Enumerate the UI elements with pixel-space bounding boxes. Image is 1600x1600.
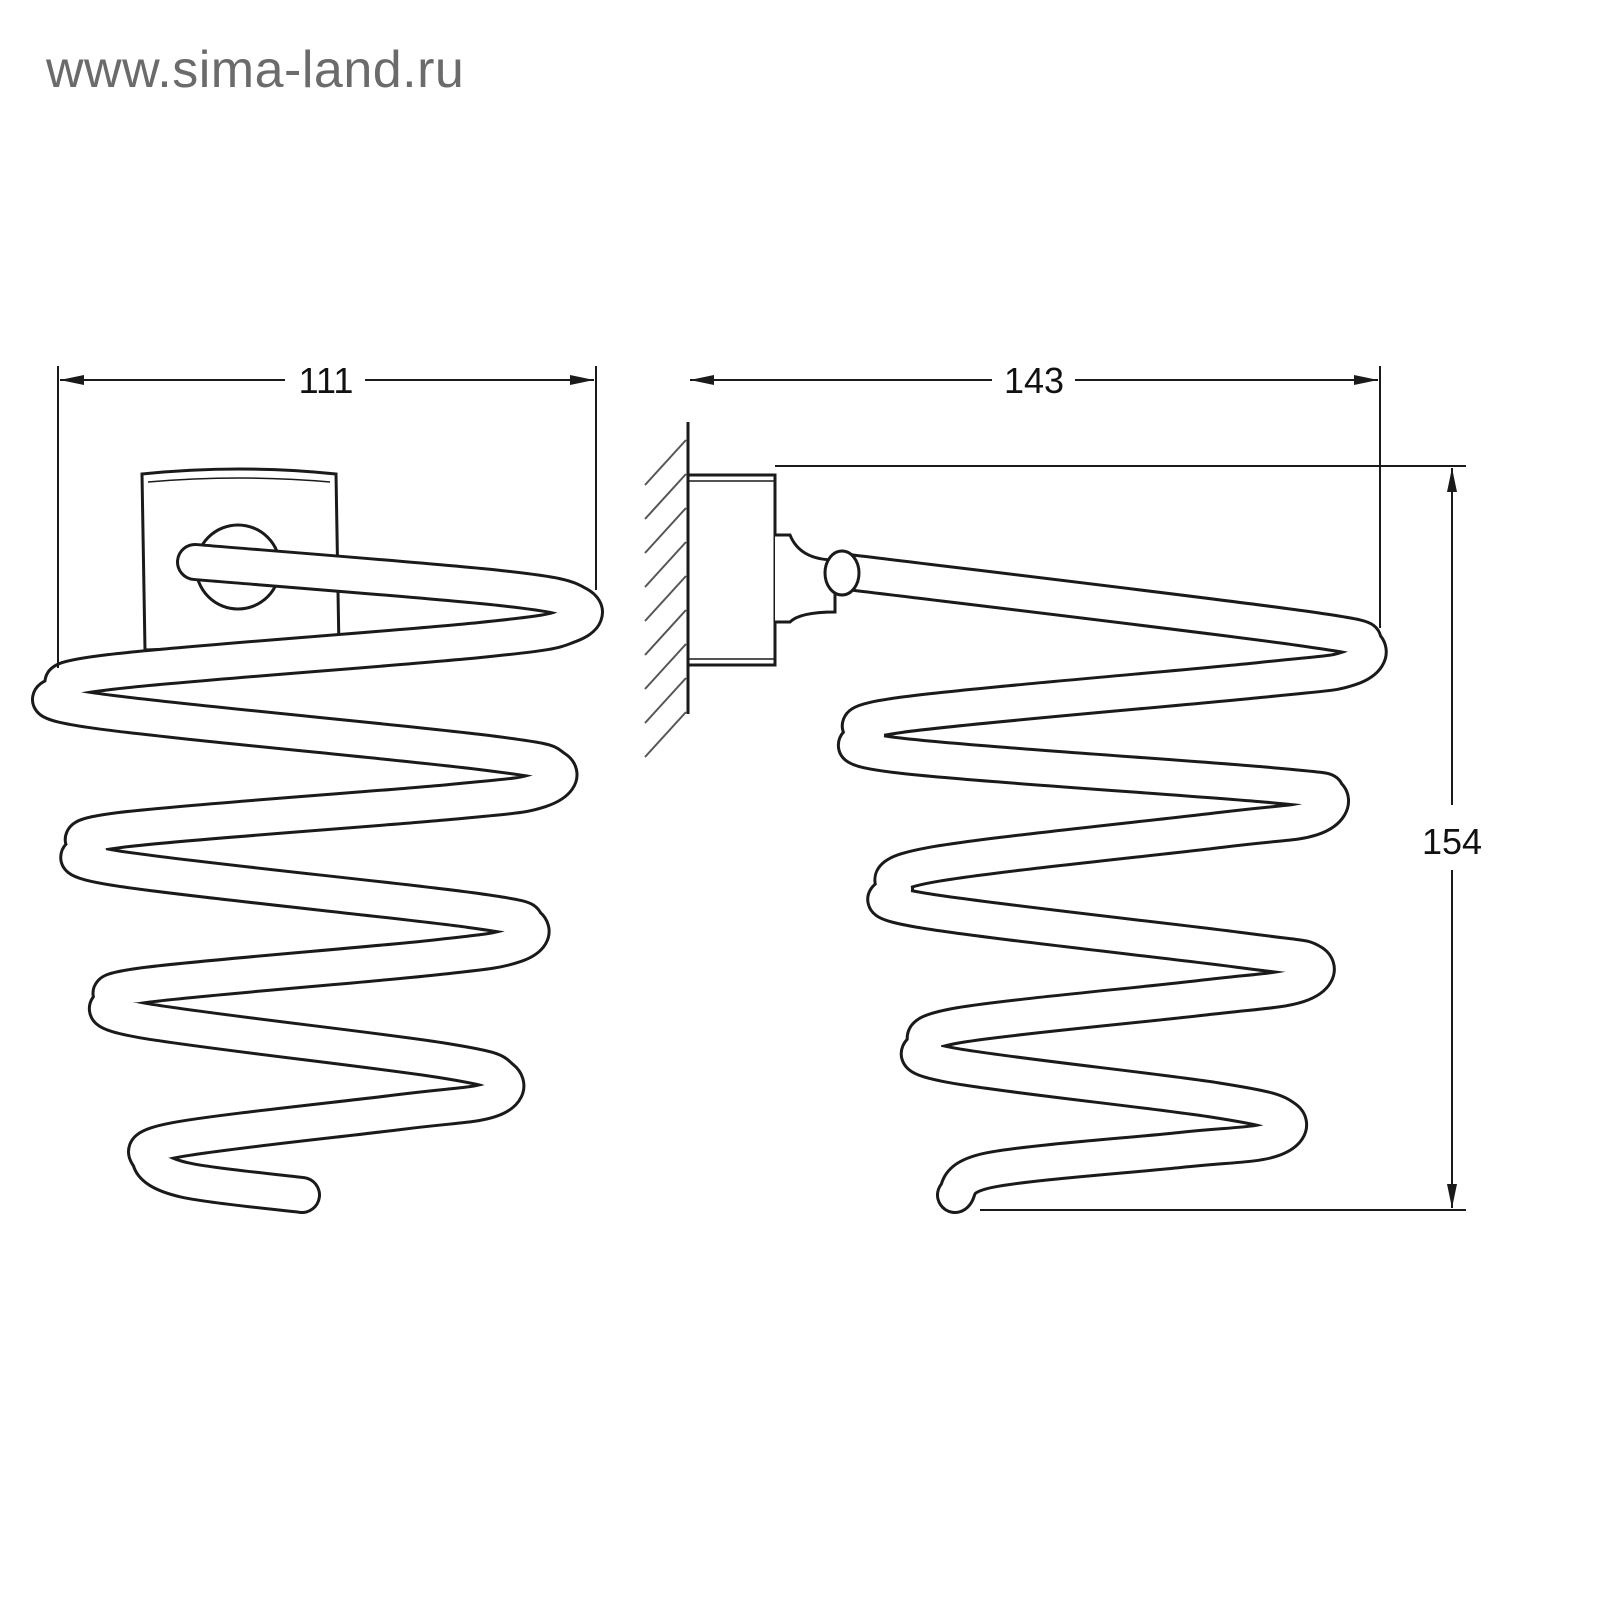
joint-ball xyxy=(823,549,861,597)
spiral-holder-front xyxy=(31,543,604,1214)
dimension-label-height: 154 xyxy=(1422,821,1482,862)
hatch-line xyxy=(644,541,687,588)
wall-mount-base xyxy=(686,473,777,667)
hatch-line xyxy=(644,507,687,554)
front-view xyxy=(31,467,604,1214)
hatch-line xyxy=(644,473,687,520)
hatch-line xyxy=(644,711,687,758)
dimension-154 xyxy=(775,465,1466,1211)
spiral-holder-side xyxy=(829,553,1388,1214)
side-view xyxy=(644,422,1388,1214)
site-watermark: www.sima-land.ru xyxy=(46,41,465,99)
tube-outline xyxy=(34,546,601,1211)
hatch-line xyxy=(644,439,687,486)
dimension-label-width: 111 xyxy=(299,360,354,401)
hatch-line xyxy=(644,609,687,656)
dimension-label-depth: 143 xyxy=(1004,360,1064,401)
dimension-111 xyxy=(57,366,597,668)
hatch-line xyxy=(644,677,687,724)
hatch-line xyxy=(644,643,687,690)
tube-outline xyxy=(832,556,1385,1211)
hatch-line xyxy=(644,575,687,622)
wall-hatching xyxy=(644,439,687,758)
dimension-143 xyxy=(690,366,1381,628)
